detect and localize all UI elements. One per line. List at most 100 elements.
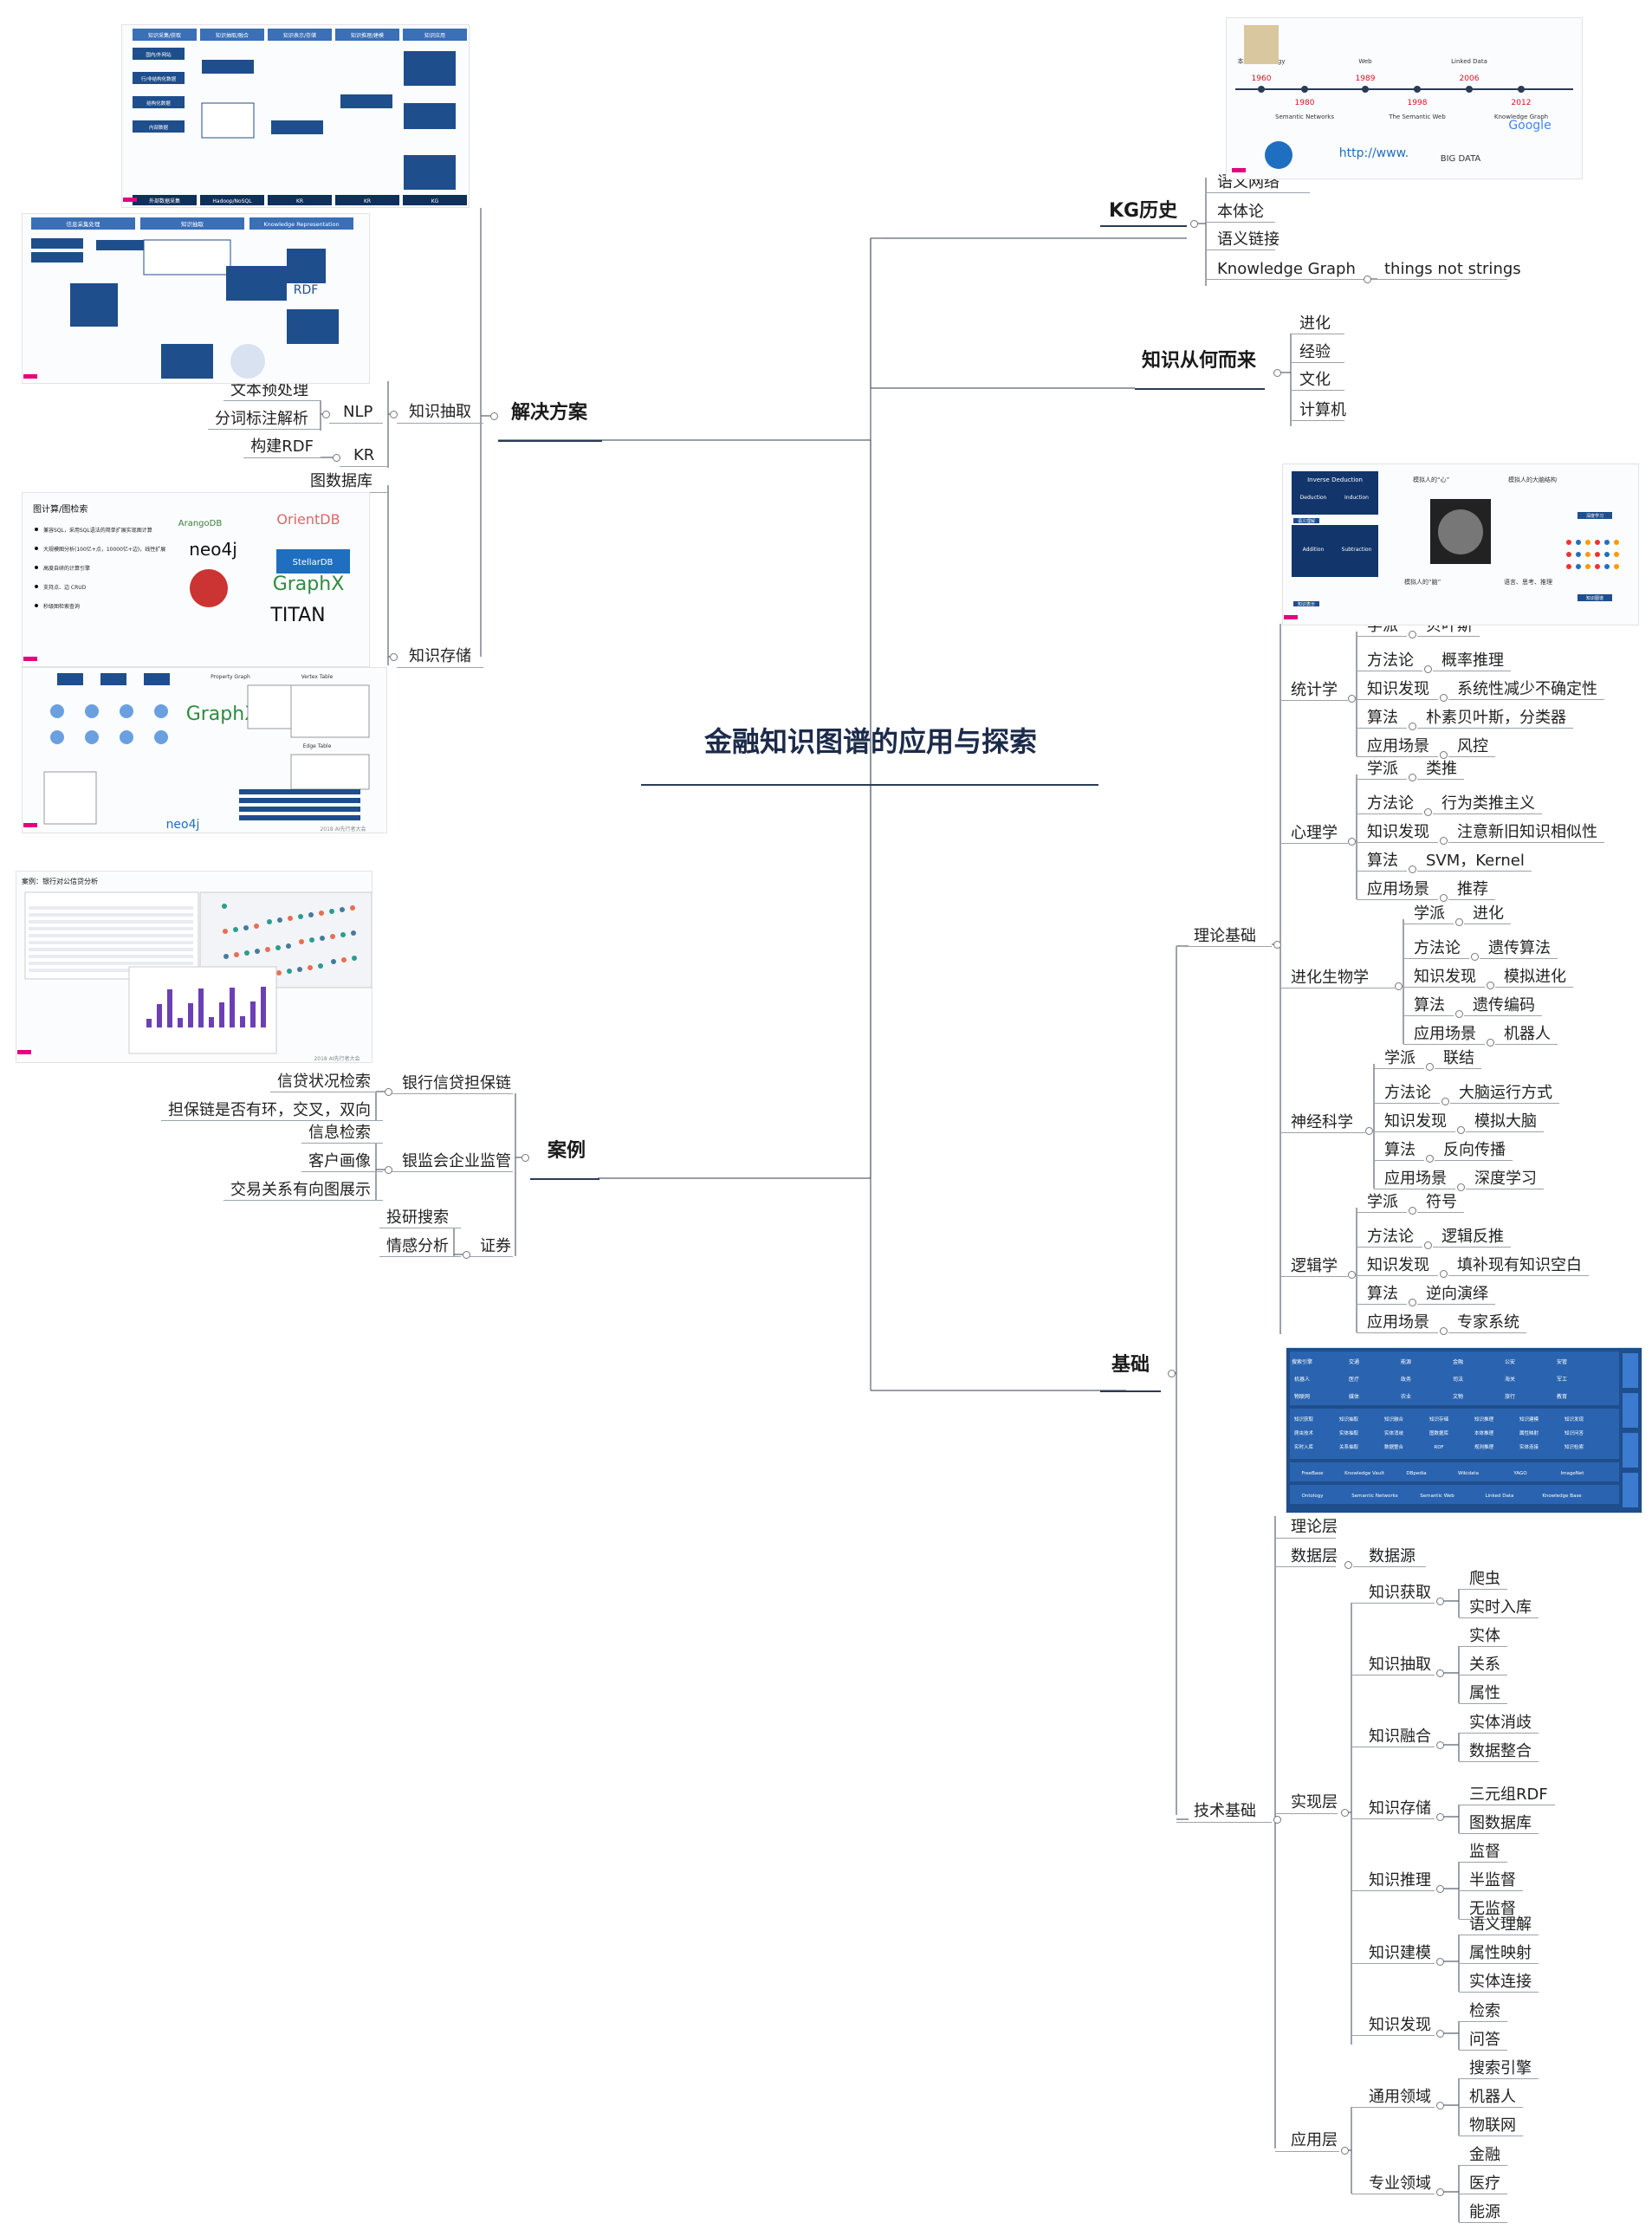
collapse-toggle[interactable] xyxy=(390,653,398,661)
collapse-toggle[interactable] xyxy=(1440,751,1448,759)
branch-basics[interactable]: 基础 xyxy=(1111,1354,1150,1376)
layer-data: 数据层 xyxy=(1291,1547,1338,1565)
topic-underline xyxy=(1206,222,1275,223)
branch-kg-history[interactable]: KG历史 xyxy=(1109,200,1178,222)
rdf-logo: RDF xyxy=(294,283,319,297)
impl-group: 知识获取 xyxy=(1369,1584,1431,1602)
collapse-toggle[interactable] xyxy=(1436,1741,1444,1749)
collapse-toggle[interactable] xyxy=(1341,1809,1349,1817)
topic-underline xyxy=(1495,987,1573,988)
collapse-toggle[interactable] xyxy=(1455,1010,1463,1018)
collapse-toggle[interactable] xyxy=(522,1154,529,1162)
collapse-toggle[interactable] xyxy=(1273,941,1281,949)
collapse-toggle[interactable] xyxy=(1440,1270,1448,1278)
collapse-toggle[interactable] xyxy=(1441,1098,1449,1105)
topic-underline xyxy=(1459,1833,1539,1834)
image-label: Subtraction xyxy=(1342,547,1372,553)
topic-underline xyxy=(1357,813,1422,814)
collapse-toggle[interactable] xyxy=(1440,694,1448,702)
collapse-toggle[interactable] xyxy=(333,454,340,462)
branch-cases[interactable]: 案例 xyxy=(547,1140,586,1162)
collapse-toggle[interactable] xyxy=(1440,1327,1448,1335)
image-label: 内部数据 xyxy=(149,124,169,131)
collapse-toggle[interactable] xyxy=(1409,1299,1416,1306)
collapse-toggle[interactable] xyxy=(1436,2188,1444,2196)
image-label: Deduction xyxy=(1300,495,1327,501)
collapse-toggle[interactable] xyxy=(1348,695,1356,703)
collapse-toggle[interactable] xyxy=(1436,1813,1444,1821)
collapse-toggle[interactable] xyxy=(1341,2147,1349,2155)
school-value: 朴素贝叶斯，分类器 xyxy=(1426,709,1566,727)
collapse-toggle[interactable] xyxy=(1440,837,1448,845)
collapse-toggle[interactable] xyxy=(1487,1039,1494,1047)
school-attr: 应用场景 xyxy=(1367,880,1429,898)
collapse-toggle[interactable] xyxy=(390,411,398,418)
image-label: 知识问答 xyxy=(1565,1429,1584,1436)
pink-tag xyxy=(123,198,137,202)
collapse-toggle[interactable] xyxy=(1457,1183,1465,1191)
collapse-toggle[interactable] xyxy=(1344,1561,1352,1569)
image-label: Knowledge Vault xyxy=(1344,1471,1385,1476)
collapse-toggle[interactable] xyxy=(385,1166,392,1174)
school-attr: 算法 xyxy=(1367,709,1398,727)
collapse-toggle[interactable] xyxy=(463,1251,470,1259)
school-attr: 应用场景 xyxy=(1367,737,1429,755)
collapse-toggle[interactable] xyxy=(1190,220,1198,228)
collapse-toggle[interactable] xyxy=(1409,723,1416,730)
branch-solution[interactable]: 解决方案 xyxy=(511,402,588,424)
collapse-toggle[interactable] xyxy=(1348,838,1356,846)
image-label: 实体消歧 xyxy=(1384,1429,1404,1436)
collapse-toggle[interactable] xyxy=(1455,918,1463,926)
origin-item: 计算机 xyxy=(1299,401,1346,419)
collapse-toggle[interactable] xyxy=(1409,1207,1416,1215)
collapse-toggle[interactable] xyxy=(1457,1126,1465,1134)
collapse-toggle[interactable] xyxy=(1424,1241,1432,1249)
collapse-toggle[interactable] xyxy=(1436,1598,1444,1605)
collapse-toggle[interactable] xyxy=(1440,894,1448,902)
collapse-toggle[interactable] xyxy=(322,411,330,418)
collapse-toggle[interactable] xyxy=(1436,2030,1444,2038)
topic-underline xyxy=(1459,1703,1507,1704)
case-group: 银监会企业监管 xyxy=(402,1152,511,1170)
collapse-toggle[interactable] xyxy=(1348,1271,1356,1279)
topic-underline xyxy=(1466,1131,1544,1132)
collapse-toggle[interactable] xyxy=(1436,1669,1444,1677)
topic-underline xyxy=(1459,2107,1523,2108)
topic-underline xyxy=(1357,842,1438,843)
collapse-toggle[interactable] xyxy=(1409,631,1416,638)
school-node: 心理学 xyxy=(1291,824,1338,842)
collapse-toggle[interactable] xyxy=(1395,982,1403,990)
impl-group: 知识发现 xyxy=(1369,2016,1431,2034)
collapse-toggle[interactable] xyxy=(490,412,498,420)
topic-underline xyxy=(1357,871,1407,872)
collapse-toggle[interactable] xyxy=(1365,1127,1373,1135)
topic-underline xyxy=(1448,699,1604,700)
collapse-toggle[interactable] xyxy=(1426,1155,1434,1163)
branch-origin[interactable]: 知识从何而来 xyxy=(1142,350,1257,372)
collapse-toggle[interactable] xyxy=(385,1088,392,1096)
collapse-toggle[interactable] xyxy=(1409,865,1416,873)
topic-underline xyxy=(1459,1617,1539,1618)
collapse-toggle[interactable] xyxy=(1487,982,1494,989)
impl-item: 问答 xyxy=(1469,2031,1500,2049)
collapse-toggle[interactable] xyxy=(1273,1816,1281,1824)
school-value: 深度学习 xyxy=(1474,1170,1537,1188)
collapse-toggle[interactable] xyxy=(1424,665,1432,673)
collapse-toggle[interactable] xyxy=(1436,1958,1444,1966)
collapse-toggle[interactable] xyxy=(1273,369,1281,377)
topic-underline xyxy=(1433,813,1542,814)
collapse-toggle[interactable] xyxy=(1426,1063,1434,1071)
collapse-toggle[interactable] xyxy=(1436,2102,1444,2110)
collapse-toggle[interactable] xyxy=(1471,953,1479,961)
image-label: KG xyxy=(431,198,439,204)
collapse-toggle[interactable] xyxy=(1424,808,1432,816)
school-attr: 知识发现 xyxy=(1384,1112,1447,1131)
collapse-toggle[interactable] xyxy=(1436,1885,1444,1893)
collapse-toggle[interactable] xyxy=(1364,275,1371,283)
collapse-toggle[interactable] xyxy=(1409,774,1416,781)
image-label: RDF xyxy=(1434,1445,1443,1450)
root-topic[interactable]: 金融知识图谱的应用与探索 xyxy=(703,725,1037,758)
origin-item: 文化 xyxy=(1299,371,1331,389)
topic-underline xyxy=(1275,1538,1336,1539)
collapse-toggle[interactable] xyxy=(1168,1370,1176,1377)
